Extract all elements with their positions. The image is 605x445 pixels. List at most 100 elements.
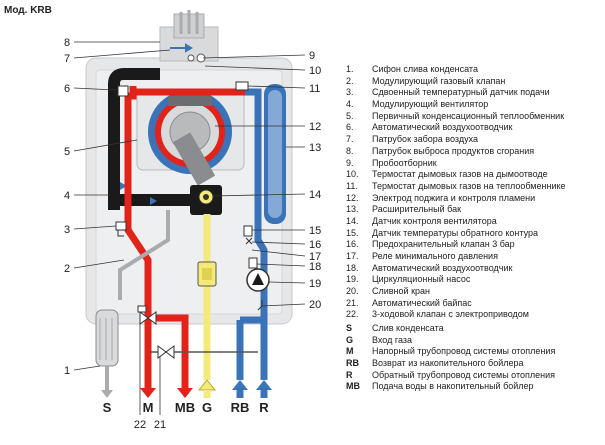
- legend-item: 8. Патрубок выброса продуктов сгорания: [346, 146, 601, 158]
- callout-2: 2: [64, 263, 70, 275]
- legend-item: 21.Автоматический байпас: [346, 298, 601, 310]
- legend-text: Автоматический байпас: [372, 297, 472, 308]
- intake-arrows: [170, 43, 193, 53]
- legend-number: 12.: [346, 192, 359, 203]
- legend-item: 5. Первичный конденсационный теплообменни…: [346, 111, 601, 123]
- expansion-tank-inner: [268, 90, 282, 218]
- legend-number: 19.: [346, 274, 359, 285]
- callout-12: 12: [309, 121, 321, 133]
- fan-hub: [203, 194, 209, 200]
- callout-10: 10: [309, 65, 321, 77]
- legend-text: Циркуляционный насос: [372, 274, 471, 285]
- condensate-line: [118, 210, 170, 300]
- legend-text: 3-ходовой клапан с электроприводом: [372, 309, 529, 320]
- legend-item: 9.Пробоотборник: [346, 158, 601, 170]
- legend-text: Расширительный бак: [372, 204, 462, 215]
- abbreviation-text: Обратный трубопровод системы отопления: [372, 369, 556, 380]
- bypass-valve-icon: [157, 345, 175, 359]
- connection-label-g: G: [202, 400, 212, 415]
- exhaust-arrows: [179, 10, 199, 34]
- callout-19: 19: [309, 278, 321, 290]
- legend-number: 22.: [346, 309, 359, 320]
- callout-21: 21: [154, 419, 166, 431]
- exchanger-top: [168, 96, 212, 106]
- callout-9: 9: [309, 50, 315, 62]
- legend-number: 6.: [346, 122, 354, 133]
- legend-number: 8.: [346, 145, 354, 156]
- legend-number: 1.: [346, 64, 354, 74]
- legend-number: 11.: [346, 180, 358, 191]
- flue-thermostat-icon: [187, 54, 195, 62]
- siphon-detail: [99, 318, 113, 360]
- legend-number: 2.: [346, 75, 354, 86]
- callout-lines-left: [73, 41, 171, 371]
- flue-thermostat-11: [235, 81, 249, 91]
- abbreviation-text: Вход газа: [372, 334, 412, 345]
- legend-text: Автоматический воздухоотводчик: [372, 122, 513, 133]
- condensate-siphon: [95, 309, 119, 367]
- legend-text: Сливной кран: [372, 286, 430, 297]
- legend-number: 15.: [346, 227, 359, 238]
- legend-number: 13.: [346, 204, 359, 215]
- legend-text: Модулирующий вентилятор: [372, 99, 489, 110]
- abbreviation-text: Напорный трубопровод системы отопления: [372, 346, 556, 357]
- legend-item: 11.Термостат дымовых газов на теплообмен…: [346, 181, 601, 193]
- legend-number: 18.: [346, 262, 359, 273]
- callout-6: 6: [64, 83, 70, 95]
- connection-arrows: [101, 379, 272, 398]
- legend-text: Патрубок забора воздуха: [372, 134, 478, 145]
- three-way-valve-icon: [137, 305, 157, 325]
- legend-item: 7. Патрубок забора воздуха: [346, 134, 601, 146]
- air-vent-6: [117, 85, 129, 97]
- legend-text: Датчик температуры обратного контура: [372, 227, 538, 238]
- legend-item: 2.Модулирующий газовый клапан: [346, 76, 601, 88]
- connection-label-mb: MB: [175, 400, 195, 415]
- air-vent-18: [248, 257, 258, 269]
- callout-lines-bottom: [139, 322, 161, 415]
- callout-13: 13: [309, 142, 321, 154]
- abbreviation-number: G: [346, 334, 354, 345]
- legend-item: 6. Автоматический воздухоотводчик: [346, 122, 601, 134]
- legend-text: Сдвоенный температурный датчик подачи: [372, 87, 550, 98]
- legend-text: Электрод поджига и контроля пламени: [372, 192, 536, 203]
- boiler-supply-pipe: [148, 314, 189, 380]
- legend-number: 5.: [346, 110, 354, 121]
- abbreviation-item: M Напорный трубопровод системы отопления: [346, 346, 601, 358]
- legend-text: Пробоотборник: [372, 157, 437, 168]
- abbreviation-number: M: [346, 346, 354, 357]
- callout-14: 14: [309, 189, 321, 201]
- fan-duct: [172, 132, 216, 186]
- legend-text: Датчик контроля вентилятора: [372, 215, 497, 226]
- callout-16: 16: [309, 239, 321, 251]
- connection-label-m: M: [143, 400, 154, 415]
- legend-item: 4. Модулирующий вентилятор: [346, 99, 601, 111]
- legend-number: 17.: [346, 251, 359, 261]
- legend-number: 7.: [346, 134, 354, 145]
- callout-20: 20: [309, 299, 321, 311]
- abbreviation-text: Слив конденсата: [372, 323, 444, 333]
- legend-text: Патрубок выброса продуктов сгорания: [372, 145, 535, 156]
- legend-text: Первичный конденсационный теплообменник: [372, 110, 565, 121]
- callout-11: 11: [309, 83, 320, 95]
- callout-15: 15: [309, 225, 321, 237]
- legend-number: 16.: [346, 239, 359, 250]
- legend-number: 20.: [346, 286, 359, 297]
- abbreviation-number: RB: [346, 358, 359, 369]
- legend-number: 4.: [346, 99, 354, 110]
- legend-item: 20. Сливной кран: [346, 286, 601, 298]
- abbreviation-text: Возврат из накопительного бойлера: [372, 358, 524, 369]
- callout-22: 22: [134, 419, 146, 431]
- connection-label-s: S: [103, 400, 112, 415]
- legend-item: 22. 3-ходовой клапан с электроприводом: [346, 309, 601, 321]
- legend-item: 18.Автоматический воздухоотводчик: [346, 263, 601, 275]
- model-label: Мод. KRB: [4, 5, 52, 16]
- legend-item: 15. Датчик температуры обратного контура: [346, 228, 601, 240]
- connection-label-r: R: [259, 400, 269, 415]
- callout-5: 5: [64, 146, 70, 158]
